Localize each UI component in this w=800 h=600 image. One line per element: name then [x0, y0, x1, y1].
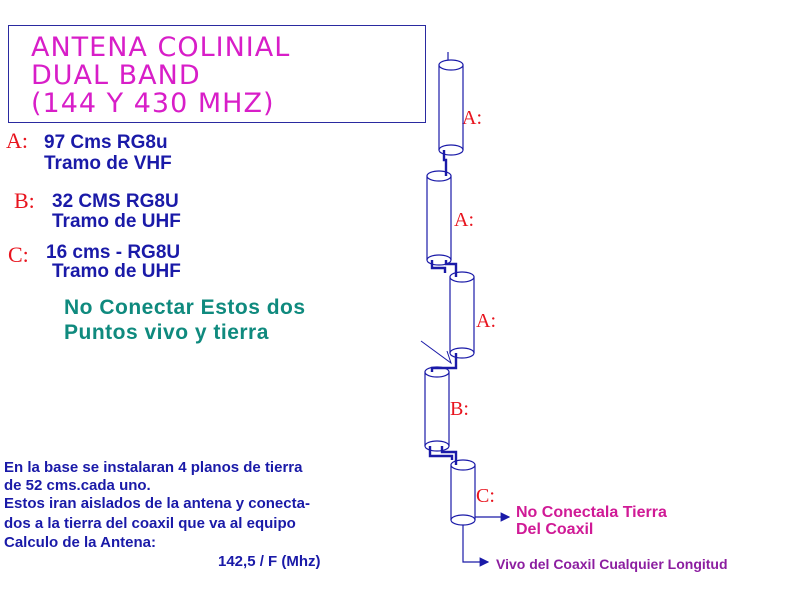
- note-line-4: dos a la tierra del coaxil que va al equ…: [4, 515, 296, 532]
- title-line-1: ANTENA COLINIAL: [31, 32, 291, 63]
- segment-label-c: C:: [476, 485, 495, 507]
- note-line-2: de 52 cms.cada uno.: [4, 477, 151, 494]
- warning-line-2: Puntos vivo y tierra: [64, 321, 269, 344]
- ground-note-line-2: Del Coaxil: [516, 521, 594, 538]
- warning-pointer: [420, 340, 452, 365]
- formula: 142,5 / F (Mhz): [218, 553, 321, 570]
- segment-label-a1: A:: [462, 107, 482, 129]
- coax-segment-c: [450, 459, 476, 526]
- cross-connections: [428, 150, 458, 465]
- title-line-3: (144 Y 430 MHZ): [31, 88, 275, 119]
- legend-letter-b: B:: [14, 188, 35, 213]
- junction-a3-b: [430, 353, 458, 372]
- legend-b-length: 32 CMS RG8U: [52, 191, 179, 212]
- note-line-1: En la base se instalaran 4 planos de tie…: [4, 459, 303, 476]
- title-box: ANTENA COLINIAL DUAL BAND (144 Y 430 MHZ…: [8, 25, 426, 123]
- coax-segment-a2: [426, 170, 452, 266]
- legend-letter-c: C:: [8, 242, 29, 267]
- note-line-3: Estos iran aislados de la antena y conec…: [4, 495, 310, 512]
- junction-a1-a2: [442, 150, 448, 176]
- coax-segment-b: [424, 366, 450, 452]
- warning-line-1: No Conectar Estos dos: [64, 296, 306, 319]
- junction-a2-a3: [444, 260, 458, 277]
- segment-label-a2: A:: [454, 209, 474, 231]
- segment-label-a3: A:: [476, 310, 496, 332]
- note-line-5: Calculo de la Antena:: [4, 534, 156, 551]
- legend-b-section: Tramo de UHF: [52, 211, 181, 232]
- live-note: Vivo del Coaxil Cualquier Longitud: [496, 556, 728, 572]
- ground-note-line-1: No Conectala Tierra: [516, 504, 667, 521]
- coax-segment-a3: [449, 271, 475, 359]
- segment-label-b: B:: [450, 398, 469, 420]
- live-arrow: [462, 525, 490, 567]
- junction-b-c: [440, 446, 458, 465]
- coax-segment-a1: [438, 59, 464, 156]
- legend-letter-a: A:: [6, 128, 28, 153]
- legend-c-section: Tramo de UHF: [52, 261, 181, 282]
- legend-a-length: 97 Cms RG8u: [44, 132, 168, 153]
- title-line-2: DUAL BAND: [31, 60, 201, 91]
- legend-c-length: 16 cms - RG8U: [46, 242, 181, 263]
- legend-a-section: Tramo de VHF: [44, 153, 172, 174]
